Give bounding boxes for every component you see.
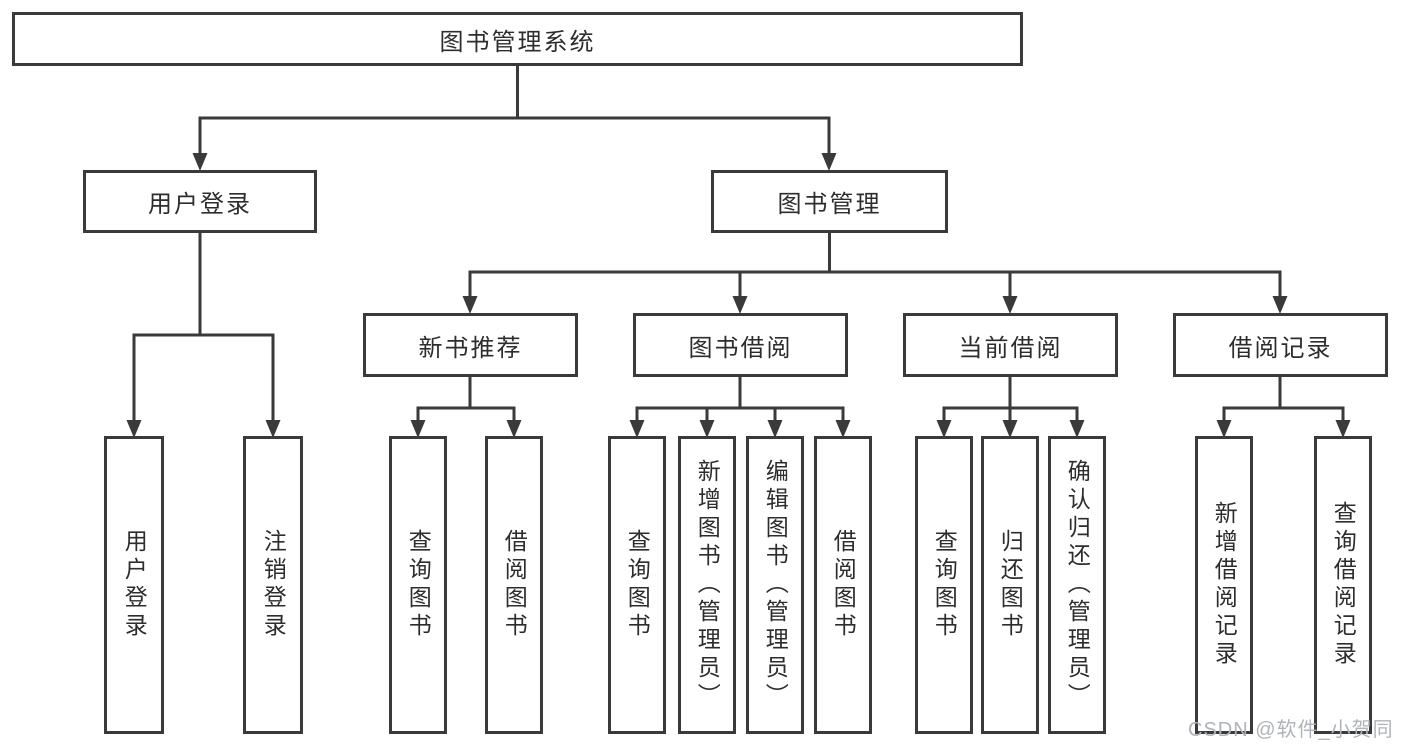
csdn-watermark: CSDN @软件_小贺同学 [1188,719,1394,741]
arrowhead-down [1335,420,1351,438]
arrowhead-down [835,420,851,438]
leaf-label: 用户登录 [121,529,148,641]
arrowhead-down [462,296,478,314]
leaf-query-books-borrowing: 查询图书 [608,436,666,734]
arrowhead-down [192,153,208,171]
arrowhead-down [629,420,645,438]
leaf-add-books-admin: 新增图书（管理员） [678,436,736,734]
leaf-borrow-books-borrowing: 借阅图书 [814,436,872,734]
arrowhead-down [1216,420,1232,438]
leaf-borrow-books-recommend: 借阅图书 [485,436,543,734]
node-label: 新书推荐 [418,334,523,362]
arrowhead-down [732,296,748,314]
leaf-label: 新增借阅记录 [1211,501,1238,669]
arrowhead-down [1069,420,1085,438]
arrowhead-down [1002,420,1018,438]
leaf-label: 借阅图书 [501,529,528,641]
node-label: 图书借阅 [688,334,793,362]
leaf-query-books-recommend: 查询图书 [389,436,447,734]
leaf-label: 查询图书 [624,529,651,641]
arrowhead-down [126,420,142,438]
leaf-logout: 注销登录 [243,436,303,734]
leaf-label: 查询借阅记录 [1330,501,1357,669]
arrowhead-down [506,420,522,438]
leaf-user-login: 用户登录 [104,436,164,734]
leaf-add-borrow-record: 新增借阅记录 [1195,436,1253,734]
arrowhead-down [767,420,783,438]
arrowhead-down [1002,296,1018,314]
node-book-borrowing: 图书借阅 [633,313,848,377]
arrowhead-down [699,420,715,438]
leaf-query-borrow-record: 查询借阅记录 [1314,436,1372,734]
node-label: 图书管理系统 [439,28,596,56]
leaf-label: 编辑图书（管理员） [762,459,789,711]
leaf-confirm-return-admin: 确认归还（管理员） [1048,436,1106,734]
leaf-return-books: 归还图书 [981,436,1039,734]
node-label: 借阅记录 [1228,334,1333,362]
connector-records-split [1222,406,1345,424]
connector-userlogin-split [132,333,275,424]
node-new-book-recommend: 新书推荐 [363,313,578,377]
node-label: 当前借阅 [958,334,1063,362]
leaf-label: 确认归还（管理员） [1064,459,1091,711]
connector-bookmgmt-split [468,270,1282,300]
leaf-query-books-current: 查询图书 [915,436,973,734]
arrowhead-down [265,420,281,438]
arrowhead-down [936,420,952,438]
arrowhead-down [821,153,837,171]
node-label: 用户登录 [148,191,252,218]
arrowhead-down [410,420,426,438]
leaf-label: 新增图书（管理员） [694,459,721,711]
leaf-label: 查询图书 [931,529,958,641]
leaf-label: 注销登录 [260,529,287,641]
node-user-login: 用户登录 [83,170,317,233]
leaf-label: 借阅图书 [830,529,857,641]
leaf-label: 归还图书 [997,529,1024,641]
node-current-borrowing: 当前借阅 [903,313,1118,377]
connector-recommend-split [416,406,516,424]
connector-borrowing-split [635,406,845,424]
leaf-label: 查询图书 [405,529,432,641]
node-book-management: 图书管理 [711,170,948,233]
node-library-management-system: 图书管理系统 [12,12,1023,66]
connector-root-split [198,116,831,157]
leaf-edit-books-admin: 编辑图书（管理员） [746,436,804,734]
node-borrowing-records: 借阅记录 [1173,313,1388,377]
arrowhead-down [1272,296,1288,314]
node-label: 图书管理 [777,191,882,218]
